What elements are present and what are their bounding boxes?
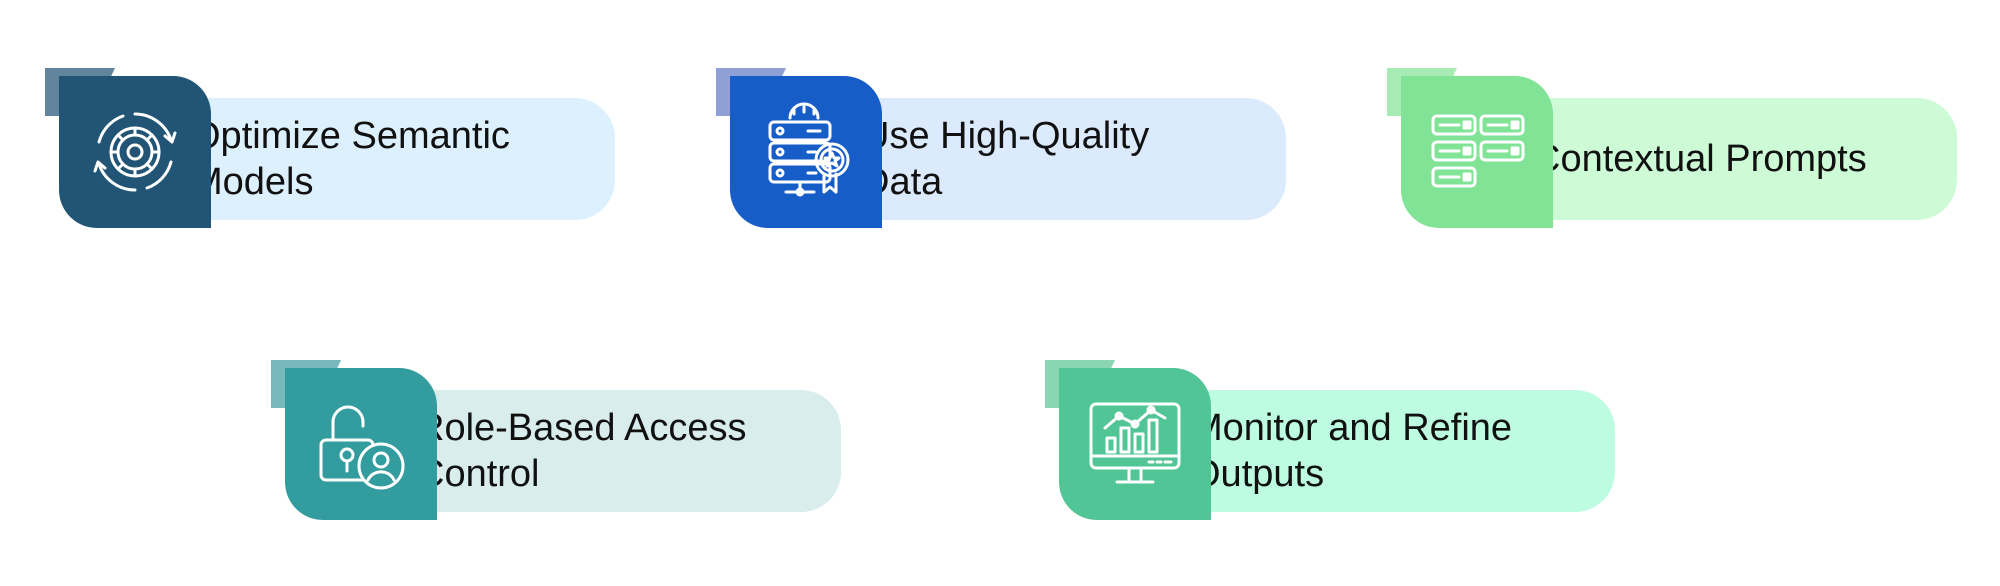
unlock-user-icon — [319, 405, 405, 490]
card-label-background: Optimize Semantic Models — [155, 98, 615, 220]
icon-box — [1059, 368, 1211, 520]
card-contextual-prompts: Contextual Prompts — [1387, 68, 1957, 238]
icon-box — [285, 368, 437, 520]
card-label: Contextual Prompts — [1533, 138, 1867, 180]
card-label: Monitor and Refine Outputs — [1191, 407, 1513, 495]
card-label-background: Contextual Prompts — [1497, 98, 1957, 220]
card-label: Role-Based Access Control — [417, 407, 747, 495]
card-label: Optimize Semantic Models — [191, 115, 510, 203]
card-label-background: Monitor and Refine Outputs — [1155, 390, 1615, 512]
icon-box — [730, 76, 882, 228]
card-optimize-semantic-models: Optimize Semantic Models — [45, 68, 615, 238]
server-badge-icon — [768, 102, 850, 197]
icon-box — [1401, 76, 1553, 228]
card-label-background: Use High-Quality Data — [826, 98, 1286, 220]
icon-box — [59, 76, 211, 228]
gear-cycle-icon — [93, 112, 177, 192]
card-label: Use High-Quality Data — [862, 115, 1150, 203]
card-monitor-and-refine-outputs: Monitor and Refine Outputs — [1045, 360, 1615, 530]
monitor-chart-icon — [1089, 402, 1181, 484]
card-label-background: Role-Based Access Control — [381, 390, 841, 512]
card-use-high-quality-data: Use High-Quality Data — [716, 68, 1286, 238]
card-role-based-access-control: Role-Based Access Control — [271, 360, 841, 530]
prompt-blocks-icon — [1431, 114, 1525, 188]
